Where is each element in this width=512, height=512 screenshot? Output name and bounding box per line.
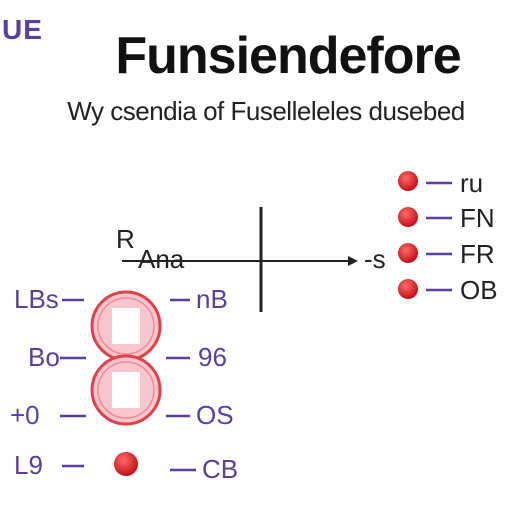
red-dot-icon bbox=[398, 171, 418, 191]
left-label: Bo bbox=[28, 342, 60, 372]
legend-item-label: FR bbox=[460, 239, 495, 269]
red-dot-icon bbox=[398, 207, 418, 227]
axis-right-label: -s bbox=[364, 244, 386, 274]
fuse-inner-ring bbox=[97, 297, 155, 355]
axis-arrowhead bbox=[348, 256, 358, 266]
red-dot-icon bbox=[398, 279, 418, 299]
axis-left-label: Ana bbox=[138, 244, 185, 274]
fuse-window bbox=[112, 308, 140, 344]
left-label: LBs bbox=[14, 284, 59, 314]
legend-item-label: OB bbox=[460, 275, 498, 305]
right-label: CB bbox=[202, 454, 238, 484]
fuse-inner-ring bbox=[97, 361, 155, 419]
legend-item-label: ru bbox=[460, 168, 483, 198]
axis-top-label: R bbox=[116, 224, 135, 254]
red-dot-icon bbox=[398, 243, 418, 263]
left-label: +0 bbox=[10, 400, 40, 430]
legend-item: ru bbox=[398, 168, 483, 198]
right-labels: nB 96 OS CB bbox=[166, 284, 238, 484]
diagram-subtitle: Wy csendia of Fuselleleles dusebed bbox=[67, 96, 465, 126]
legend-item: OB bbox=[398, 275, 498, 305]
left-label: L9 bbox=[14, 450, 43, 480]
legend-item-label: FN bbox=[460, 203, 495, 233]
right-label: OS bbox=[196, 400, 234, 430]
red-dot-icon bbox=[114, 452, 138, 476]
header-badge: UE bbox=[2, 14, 43, 45]
diagram-title: Funsiendefore bbox=[115, 27, 461, 85]
right-label: nB bbox=[196, 284, 228, 314]
fuse-element-upper bbox=[90, 290, 162, 362]
fuse-element-lower bbox=[90, 354, 162, 426]
fuse-window bbox=[112, 372, 140, 408]
legend: ru FN FR OB bbox=[398, 168, 498, 305]
legend-item: FR bbox=[398, 239, 495, 269]
right-label: 96 bbox=[198, 342, 227, 372]
legend-item: FN bbox=[398, 203, 495, 233]
left-labels: LBs Bo +0 L9 bbox=[10, 284, 86, 480]
